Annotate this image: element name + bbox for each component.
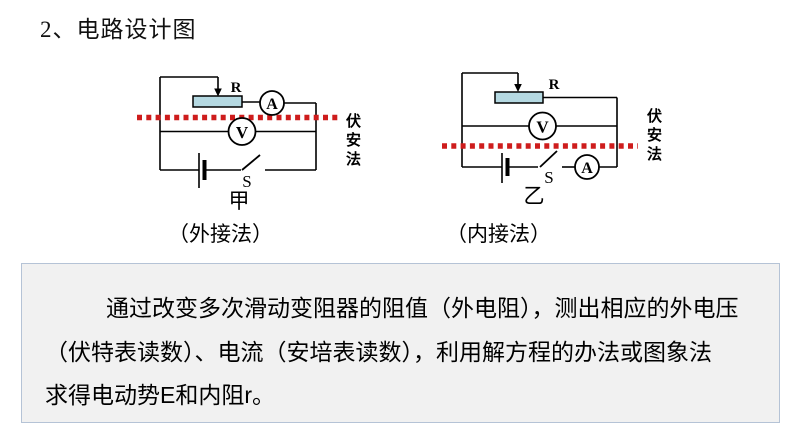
circuit-name-label: 乙	[524, 184, 545, 208]
slider-arrow-head	[214, 88, 222, 97]
volt-ampere-method-label-left: 伏安法	[345, 114, 361, 168]
ammeter	[574, 154, 600, 180]
caption-external-method: （外接法）	[168, 222, 273, 246]
note-line-2: （伏特表读数）、电流（安培表读数），利用解方程的办法或图象法	[45, 339, 712, 365]
circuit-diagram-right: R V A S 乙	[442, 72, 638, 208]
voltmeter-label: V	[236, 123, 249, 142]
voltmeter-label: V	[536, 117, 549, 136]
rheostat	[192, 95, 243, 108]
rheostat-label: R	[231, 80, 242, 96]
circuit-diagram-left: R A V S 甲	[137, 76, 340, 212]
voltmeter	[227, 117, 257, 146]
note-line-3: 求得电动势E和内阻r。	[45, 382, 275, 408]
circuit-name-label: 甲	[229, 189, 250, 212]
ammeter-label: A	[266, 96, 278, 113]
ammeter	[259, 90, 285, 116]
switch-blade	[539, 150, 558, 168]
rheostat	[494, 91, 544, 104]
slide-title: 2、电路设计图	[40, 17, 197, 42]
note-box: 通过改变多次滑动变阻器的阻值（外电阻），测出相应的外电压 （伏特表读数）、电流（…	[21, 263, 780, 423]
ammeter-label: A	[581, 160, 593, 177]
switch-blade	[241, 154, 261, 171]
volt-ampere-method-label-right: 伏安法	[646, 109, 662, 163]
caption-internal-method: （内接法）	[446, 222, 551, 246]
slider-arrow-head	[514, 84, 522, 92]
switch-label: S	[242, 172, 251, 191]
switch-label: S	[544, 168, 553, 187]
rheostat-label: R	[549, 77, 560, 93]
note-line-1: 通过改变多次滑动变阻器的阻值（外电阻），测出相应的外电压	[106, 295, 739, 321]
voltmeter	[528, 111, 557, 141]
